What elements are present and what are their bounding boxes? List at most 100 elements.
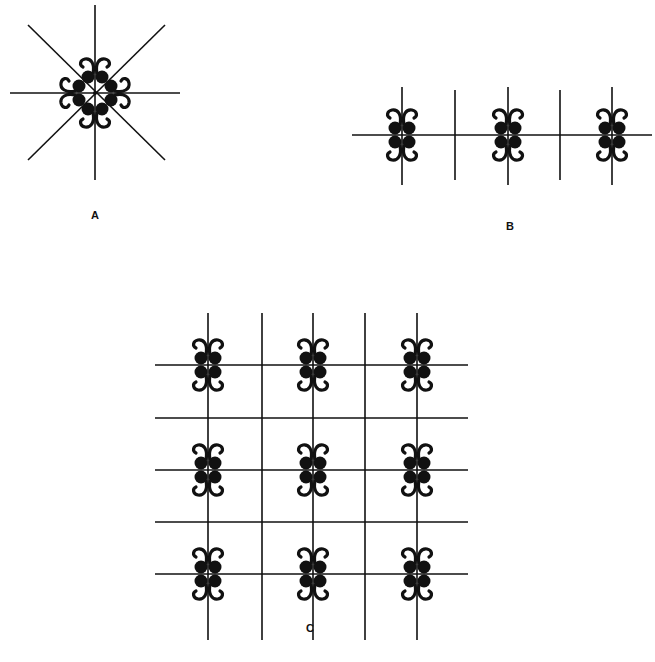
- mirror-line: [155, 469, 468, 471]
- mirror-line: [28, 25, 165, 160]
- mirror-line: [352, 134, 652, 136]
- motif-curl: [403, 340, 416, 354]
- curl-motif: [418, 471, 432, 496]
- motif-curl: [403, 376, 416, 390]
- curl-motif: [209, 340, 223, 365]
- curl-motif: [494, 110, 508, 135]
- motif-curl: [299, 481, 312, 495]
- mirror-line: [28, 25, 165, 160]
- mirror-line: [454, 90, 456, 180]
- curl-motif: [494, 136, 508, 161]
- curl-motif: [598, 110, 612, 135]
- motif-curl: [388, 146, 401, 160]
- curl-motif: [105, 79, 130, 93]
- mirror-line: [364, 313, 366, 640]
- curl-motif: [314, 549, 328, 574]
- motif-curl: [314, 585, 327, 599]
- curl-motif: [81, 103, 95, 128]
- motif-group: [194, 549, 223, 599]
- motif-curl: [494, 146, 507, 160]
- motif-curl: [613, 146, 626, 160]
- curl-motif: [209, 366, 223, 391]
- motif-group: [494, 110, 523, 160]
- motif-curl: [403, 585, 416, 599]
- figure-label: A: [91, 209, 99, 221]
- motif-group: [194, 340, 223, 390]
- curl-motif: [299, 471, 313, 496]
- motif-curl: [403, 146, 416, 160]
- curl-motif: [613, 136, 627, 161]
- motif-curl: [418, 549, 431, 563]
- motif-curl: [509, 110, 522, 124]
- motif-curl: [194, 445, 207, 459]
- motif-curl: [209, 445, 222, 459]
- curl-motif: [209, 471, 223, 496]
- motif-curl: [194, 585, 207, 599]
- motif-curl: [61, 79, 75, 92]
- motif-curl: [96, 59, 109, 73]
- curl-motif: [194, 471, 208, 496]
- curl-motif: [96, 103, 110, 128]
- motif-pair: [81, 103, 110, 128]
- curl-motif: [299, 575, 313, 600]
- motif-curl: [418, 445, 431, 459]
- curl-motif: [194, 366, 208, 391]
- mirror-line: [155, 417, 468, 419]
- motif-curl: [598, 146, 611, 160]
- curl-motif: [314, 471, 328, 496]
- motif-curl: [509, 146, 522, 160]
- motif-curl: [494, 110, 507, 124]
- motif-curl: [299, 376, 312, 390]
- motif-curl: [314, 549, 327, 563]
- curl-motif: [209, 445, 223, 470]
- motif-curl: [61, 94, 75, 107]
- curl-motif: [403, 445, 417, 470]
- motif-group: [299, 549, 328, 599]
- curl-motif: [613, 110, 627, 135]
- figure-label: B: [506, 220, 514, 232]
- motif-curl: [403, 549, 416, 563]
- curl-motif: [194, 340, 208, 365]
- motif-curl: [81, 113, 94, 127]
- mirror-line: [155, 364, 468, 366]
- curl-motif: [403, 340, 417, 365]
- motif-group: [194, 445, 223, 495]
- mirror-line: [507, 87, 509, 185]
- curl-motif: [314, 340, 328, 365]
- center-point: [93, 91, 97, 95]
- motif-curl: [209, 549, 222, 563]
- curl-motif: [61, 94, 86, 108]
- curl-motif: [403, 471, 417, 496]
- motif-curl: [115, 94, 129, 107]
- motif-curl: [194, 340, 207, 354]
- motif-curl: [299, 549, 312, 563]
- motif-curl: [403, 110, 416, 124]
- motif-group: [388, 110, 417, 160]
- motif-curl: [613, 110, 626, 124]
- motif-curl: [299, 340, 312, 354]
- motif-curl: [299, 445, 312, 459]
- curl-motif: [299, 340, 313, 365]
- curl-motif: [403, 110, 417, 135]
- curl-motif: [418, 366, 432, 391]
- curl-motif: [194, 549, 208, 574]
- motif-curl: [403, 481, 416, 495]
- curl-motif: [418, 445, 432, 470]
- curl-motif: [509, 110, 523, 135]
- motif-group: [403, 549, 432, 599]
- motif-curl: [209, 585, 222, 599]
- motif-curl: [418, 481, 431, 495]
- curl-motif: [299, 549, 313, 574]
- curl-motif: [209, 575, 223, 600]
- curl-motif: [61, 79, 86, 93]
- motif-curl: [209, 340, 222, 354]
- motif-curl: [299, 585, 312, 599]
- curl-motif: [209, 549, 223, 574]
- curl-motif: [418, 340, 432, 365]
- curl-motif: [105, 94, 130, 108]
- motif-curl: [209, 481, 222, 495]
- curl-motif: [403, 575, 417, 600]
- curl-motif: [388, 136, 402, 161]
